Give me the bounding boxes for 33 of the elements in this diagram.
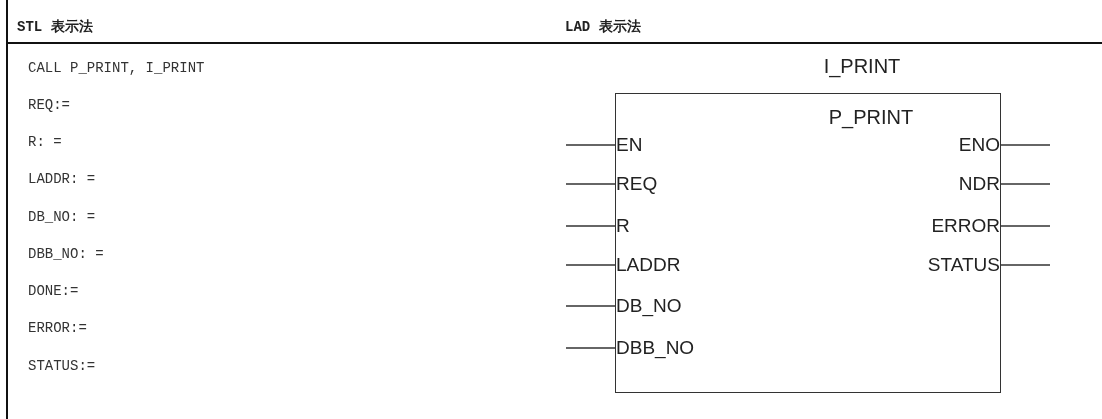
pin-line xyxy=(999,183,1051,185)
instance-name: I_PRINT xyxy=(822,55,902,78)
input-pin-label: DBB_NO xyxy=(616,337,695,359)
pin-line xyxy=(565,264,617,266)
column-header: STL 表示法 xyxy=(17,18,93,36)
column-header: LAD 表示法 xyxy=(565,18,641,36)
pin-line xyxy=(565,144,617,146)
code-line: DB_NO: = xyxy=(28,209,96,225)
output-pin-label: NDR xyxy=(958,173,1000,195)
pin-line xyxy=(999,144,1051,146)
input-pin-label: R xyxy=(616,215,630,237)
output-pin-label: ERROR xyxy=(931,215,1000,237)
input-pin-label: LADDR xyxy=(616,254,681,276)
code-line: R: = xyxy=(28,134,62,150)
code-line: REQ:= xyxy=(28,97,70,113)
input-pin-label: EN xyxy=(616,134,643,156)
pin-line xyxy=(565,347,617,349)
code-line: DONE:= xyxy=(28,283,79,299)
code-line: ERROR:= xyxy=(28,320,87,336)
input-pin-label: REQ xyxy=(616,173,658,195)
output-pin-label: ENO xyxy=(958,134,1000,156)
code-line: STATUS:= xyxy=(28,358,96,374)
pin-line xyxy=(565,183,617,185)
pin-line xyxy=(999,264,1051,266)
code-line: CALL P_PRINT, I_PRINT xyxy=(28,60,205,76)
pin-line xyxy=(999,225,1051,227)
code-line: DBB_NO: = xyxy=(28,246,104,262)
code-line: LADDR: = xyxy=(28,171,96,187)
pin-line xyxy=(565,225,617,227)
block-name: P_PRINT xyxy=(827,106,915,129)
input-pin-label: DB_NO xyxy=(616,295,682,317)
pin-line xyxy=(565,305,617,307)
output-pin-label: STATUS xyxy=(927,254,1000,276)
